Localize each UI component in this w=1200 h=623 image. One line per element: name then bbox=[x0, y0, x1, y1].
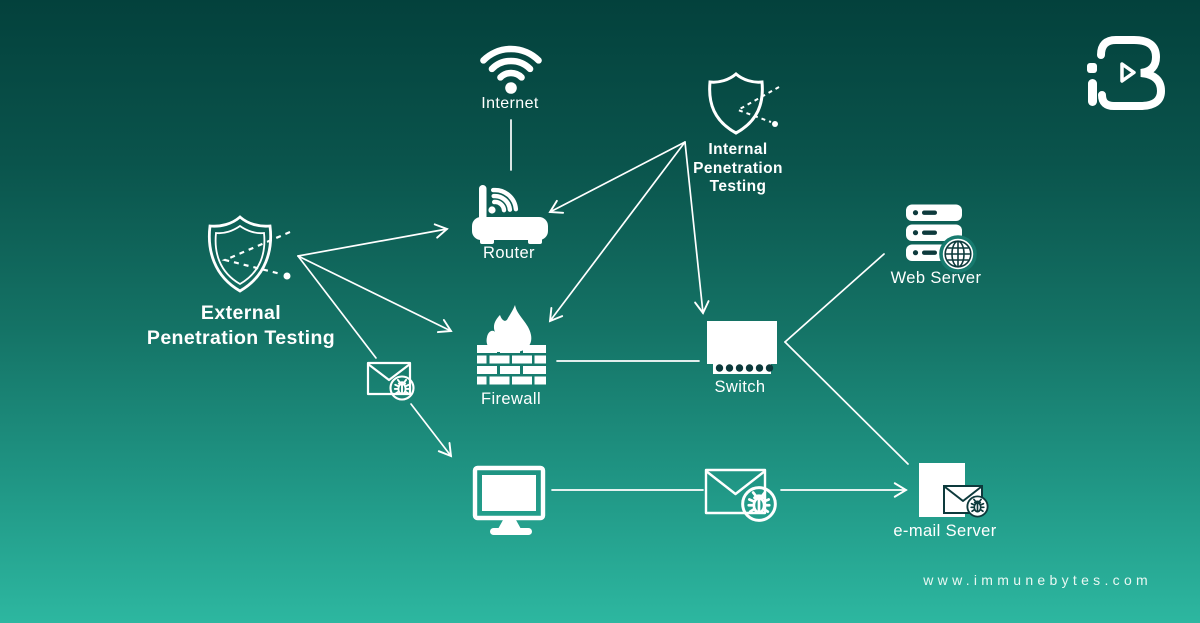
firewall-label: Firewall bbox=[480, 390, 542, 408]
connectors bbox=[297, 119, 909, 498]
connector-external-workstation bbox=[410, 403, 453, 458]
connector-internal-firewall bbox=[548, 141, 686, 323]
connector-switch-emailserver bbox=[784, 341, 909, 465]
desktop-monitor-icon bbox=[472, 465, 546, 535]
connector-switch-webserver bbox=[784, 253, 885, 343]
web-server-label: Web Server bbox=[890, 269, 982, 287]
server-globe-icon bbox=[906, 204, 977, 273]
connector-external-firewall bbox=[297, 255, 453, 334]
router-label: Router bbox=[483, 244, 535, 262]
internal-pentest-label: Internal Penetration Testing bbox=[693, 141, 783, 195]
shield-target-icon-external bbox=[208, 215, 291, 293]
network-switch-icon bbox=[707, 321, 777, 374]
connector-external-email-seg1 bbox=[297, 255, 377, 359]
connector-internal-router bbox=[548, 141, 686, 214]
immunebytes-logo bbox=[1087, 36, 1166, 110]
external-pentest-label: External Penetration Testing bbox=[146, 302, 336, 349]
firewall-brick-flame-icon bbox=[477, 305, 546, 385]
router-icon bbox=[472, 185, 548, 244]
wifi-icon bbox=[480, 45, 542, 94]
internet-label: Internet bbox=[481, 95, 539, 112]
server-mail-bug-icon bbox=[919, 463, 989, 518]
envelope-bug-icon bbox=[366, 361, 415, 401]
website-url: www.immunebytes.com bbox=[923, 572, 1152, 588]
switch-label: Switch bbox=[714, 378, 766, 396]
connector-external-router bbox=[297, 223, 449, 257]
envelope-bug-icon bbox=[704, 468, 778, 523]
shield-target-icon-internal bbox=[708, 72, 780, 135]
connector-internal-switch bbox=[684, 141, 710, 315]
email-server-label: e-mail Server bbox=[893, 522, 997, 540]
